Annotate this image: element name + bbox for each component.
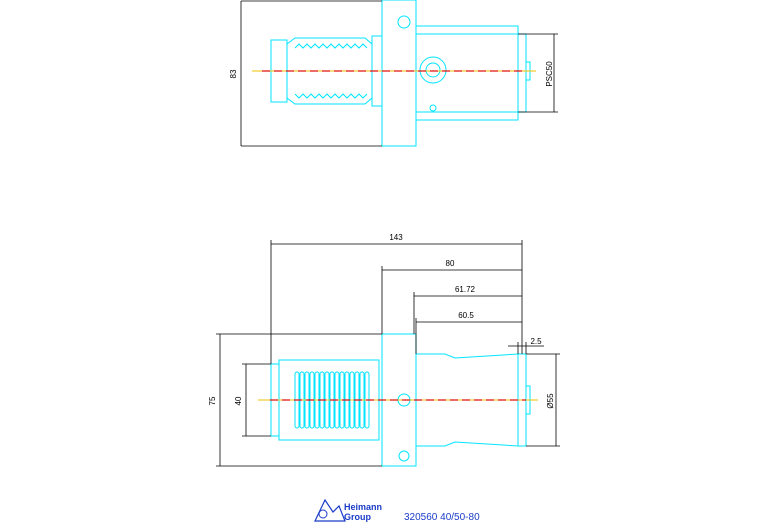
dim-75-label: 75 bbox=[208, 396, 217, 405]
top-view: 83 PSC50 bbox=[229, 0, 558, 147]
logo-line2: Group bbox=[344, 512, 371, 522]
front-view: 143 80 61.72 60.5 2.5 75 40 Ø55 bbox=[208, 233, 560, 467]
dim-80-label: 80 bbox=[446, 259, 455, 268]
dim-25-label: 2.5 bbox=[530, 337, 542, 346]
part-number: 320560 40/50-80 bbox=[404, 512, 480, 523]
dim-6172-label: 61.72 bbox=[455, 285, 476, 294]
top-body-lines bbox=[416, 33, 518, 113]
top-small-hole bbox=[429, 104, 437, 112]
dim-143-label: 143 bbox=[389, 233, 403, 242]
top-serration-upper bbox=[294, 43, 368, 49]
logo-line1: Heimann bbox=[344, 502, 382, 512]
top-flange-hole bbox=[397, 15, 411, 29]
logo-gear-icon bbox=[318, 509, 328, 519]
dim-605-label: 60.5 bbox=[458, 311, 474, 320]
company-logo: Heimann Group bbox=[314, 498, 382, 522]
logo-mountain-icon bbox=[314, 498, 346, 522]
dim-d55-label: Ø55 bbox=[546, 393, 555, 409]
top-coolant-outer bbox=[419, 56, 447, 84]
top-flange bbox=[381, 0, 417, 147]
title-block: Heimann Group 320560 40/50-80 bbox=[314, 498, 480, 523]
top-psc-end bbox=[517, 33, 527, 113]
dim-40-label: 40 bbox=[234, 396, 243, 405]
top-dim-83-label: 83 bbox=[229, 69, 238, 78]
front-flange-hole-low bbox=[398, 450, 410, 462]
top-dim-psc-label: PSC50 bbox=[545, 61, 554, 87]
top-coolant-inner bbox=[425, 62, 441, 78]
top-serration-lower bbox=[294, 93, 368, 99]
